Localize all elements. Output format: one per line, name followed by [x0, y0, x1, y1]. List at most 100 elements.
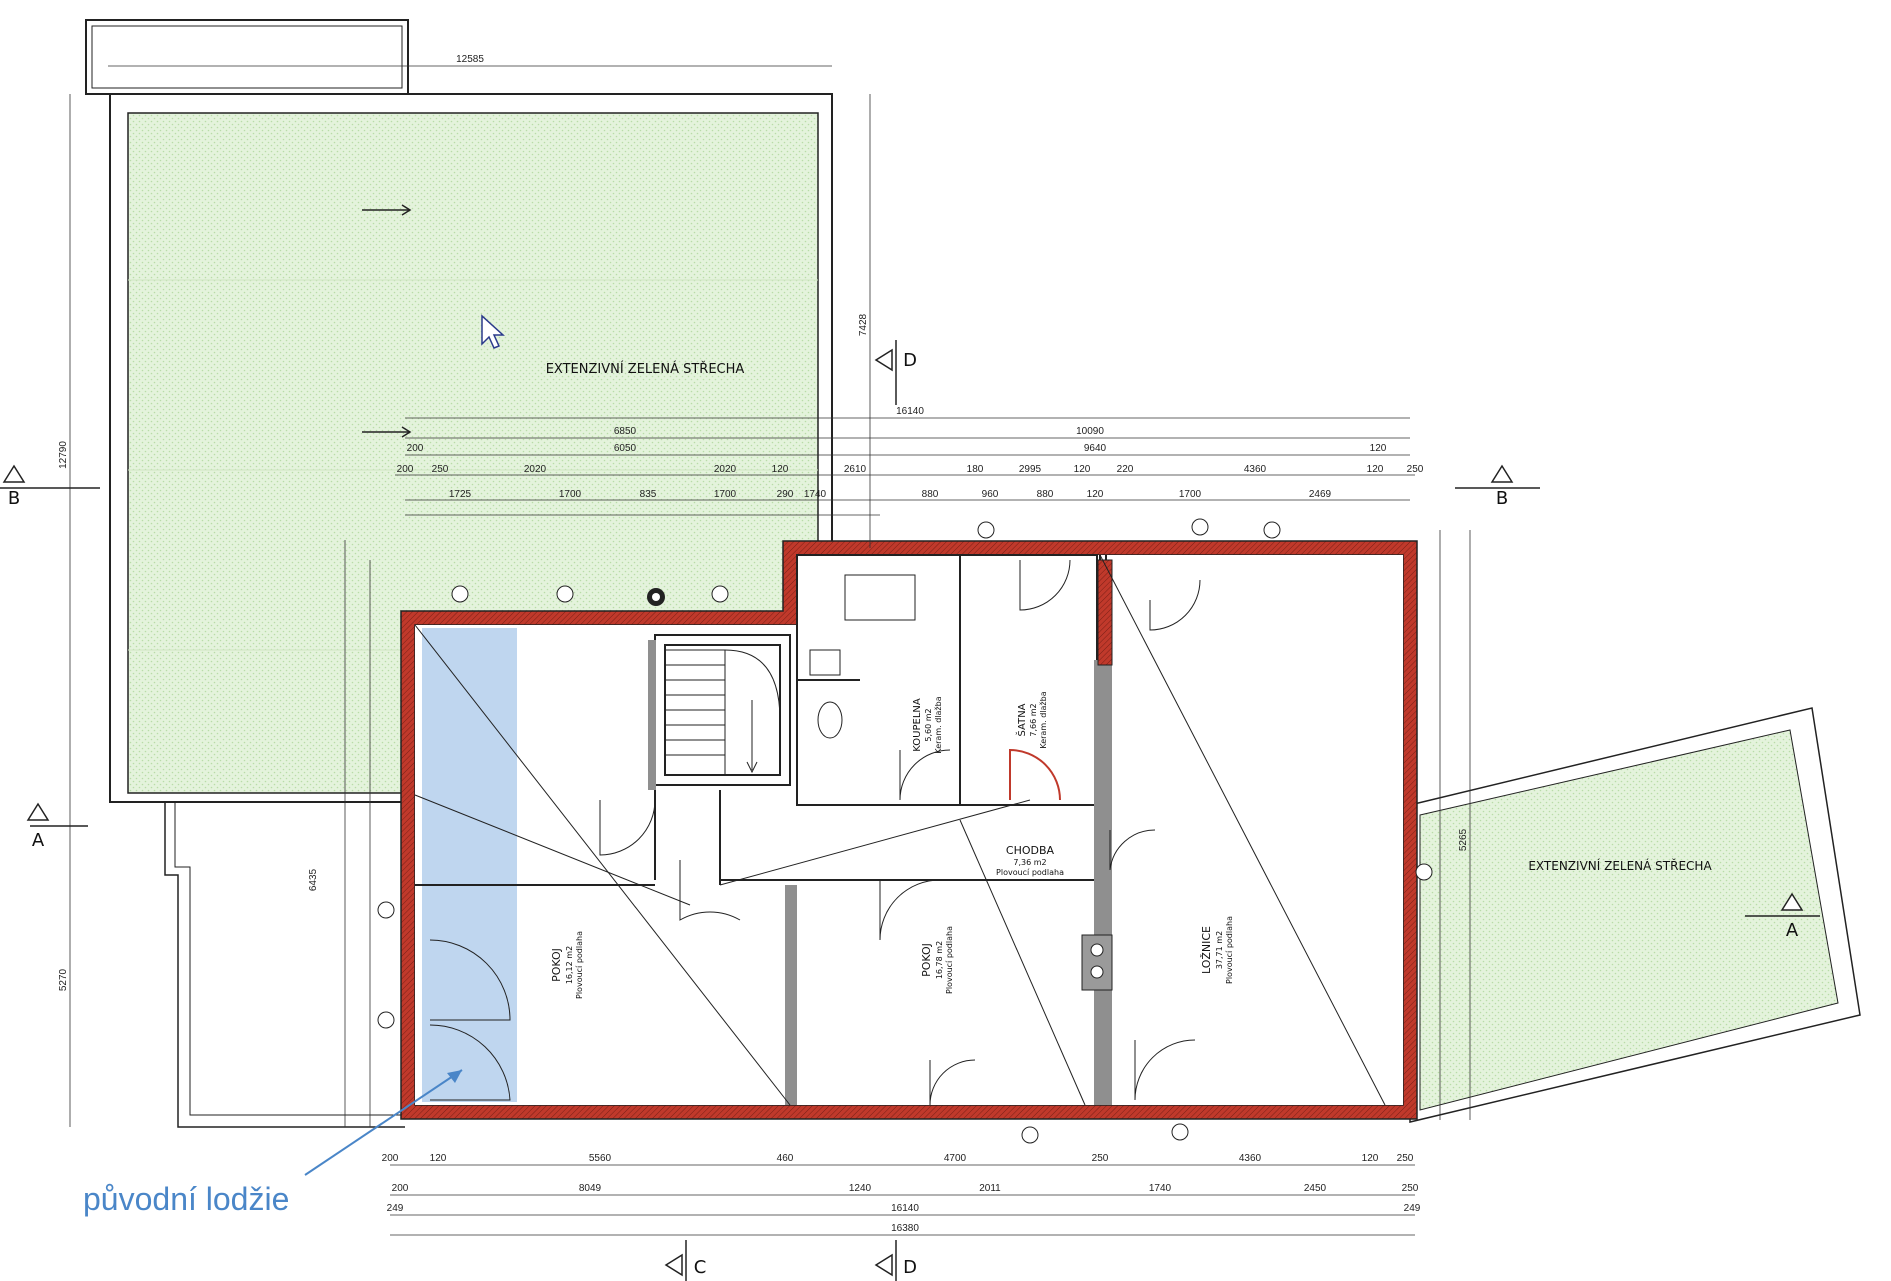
svg-text:250: 250 [1407, 464, 1424, 475]
svg-text:880: 880 [922, 489, 939, 500]
dim-bottom-row3-labels: 249 16140 249 [387, 1203, 1421, 1214]
room-label-loznice: LOŽNICE 37,71 m2 Plovoucí podlaha [1200, 916, 1234, 984]
svg-text:4700: 4700 [944, 1153, 967, 1164]
dim-left-total: 12790 [58, 441, 69, 469]
annotation-label: původní lodžie [83, 1181, 289, 1217]
svg-text:1700: 1700 [1179, 489, 1202, 500]
svg-text:C: C [694, 1257, 707, 1278]
section-marker-d-top: D [874, 340, 917, 405]
svg-text:8049: 8049 [579, 1183, 602, 1194]
section-marker-d-bottom: D [874, 1240, 917, 1281]
svg-text:180: 180 [967, 464, 984, 475]
svg-text:KOUPELNA: KOUPELNA [912, 698, 923, 752]
svg-text:Plovoucí podlaha: Plovoucí podlaha [1225, 916, 1234, 984]
dim-left-mid: 5270 [58, 968, 69, 991]
svg-text:120: 120 [1087, 489, 1104, 500]
door-swings [429, 559, 1201, 1106]
svg-text:B: B [1496, 488, 1508, 509]
svg-text:1700: 1700 [559, 489, 582, 500]
dim-row2-a: 6850 [614, 426, 637, 437]
dim-row5-labels: 1725 1700 835 1700 290 1740 880 960 880 … [449, 489, 1332, 500]
dimension-lines-bottom [390, 1164, 1415, 1236]
svg-text:220: 220 [1117, 464, 1134, 475]
dim-top-total: 12585 [456, 54, 484, 65]
svg-text:7,66 m2: 7,66 m2 [1029, 703, 1038, 736]
dim-bottom-row1-labels: 200 120 5560 460 4700 250 4360 120 250 [382, 1153, 1414, 1164]
svg-text:120: 120 [1362, 1153, 1379, 1164]
svg-text:1740: 1740 [804, 489, 827, 500]
svg-text:Keram. dlažba: Keram. dlažba [1039, 691, 1048, 748]
dimension-lines-vertical [69, 94, 1471, 1127]
svg-text:5560: 5560 [589, 1153, 612, 1164]
svg-text:Plovoucí podlaha: Plovoucí podlaha [945, 926, 954, 994]
annotation-arrowhead-icon [447, 1070, 462, 1083]
svg-text:290: 290 [777, 489, 794, 500]
svg-text:5,60 m2: 5,60 m2 [924, 708, 933, 741]
roof-slope-arrow [362, 204, 412, 438]
grid-axis-bubbles [377, 518, 1433, 1144]
svg-text:POKOJ: POKOJ [920, 943, 933, 977]
svg-text:2020: 2020 [524, 464, 547, 475]
svg-text:CHODBA: CHODBA [1006, 844, 1055, 857]
dim-left-lower: 6435 [308, 868, 319, 891]
svg-text:460: 460 [777, 1153, 794, 1164]
svg-text:200: 200 [382, 1153, 399, 1164]
svg-text:250: 250 [1092, 1153, 1109, 1164]
svg-text:Plovoucí podlaha: Plovoucí podlaha [996, 868, 1064, 877]
roof-ridge-lines [414, 554, 1386, 1106]
svg-text:120: 120 [430, 1153, 447, 1164]
svg-text:Plovoucí podlaha: Plovoucí podlaha [575, 931, 584, 999]
svg-text:2995: 2995 [1019, 464, 1042, 475]
room-label-satna: ŠATNA 7,66 m2 Keram. dlažba [1015, 691, 1048, 748]
svg-text:1740: 1740 [1149, 1183, 1172, 1194]
room-label-chodba: CHODBA 7,36 m2 Plovoucí podlaha [996, 844, 1064, 877]
section-marker-b-left: B [0, 464, 100, 509]
svg-text:249: 249 [1404, 1203, 1421, 1214]
dim-right-b: 5265 [1458, 828, 1469, 851]
svg-text:1240: 1240 [849, 1183, 872, 1194]
svg-text:D: D [903, 350, 917, 371]
dim-row2-b: 10090 [1076, 426, 1104, 437]
door-swing-red [1009, 748, 1061, 801]
section-marker-b-right: B [1455, 464, 1540, 509]
dimension-lines-top [108, 65, 1415, 516]
svg-text:POKOJ: POKOJ [550, 948, 563, 982]
staircase [664, 649, 781, 776]
dim-bottom-row2-labels: 200 8049 1240 2011 1740 2450 250 [392, 1183, 1419, 1194]
svg-text:2011: 2011 [979, 1183, 1001, 1194]
bathroom-fixtures [809, 574, 1113, 991]
dim-bottom-total: 16380 [891, 1223, 919, 1234]
original-loggia-highlight [422, 628, 517, 1102]
green-roof-right-label: EXTENZIVNÍ ZELENÁ STŘECHA [1528, 858, 1712, 873]
dim-row3-c: 9640 [1084, 443, 1107, 454]
terrace-outline [164, 802, 405, 1128]
svg-text:2610: 2610 [844, 464, 867, 475]
svg-text:7,36 m2: 7,36 m2 [1013, 858, 1046, 867]
svg-text:880: 880 [1037, 489, 1054, 500]
dim-row4-labels: 200 250 2020 2020 120 2610 180 2995 120 … [397, 464, 1424, 475]
dim-row3-b: 6050 [614, 443, 637, 454]
svg-text:250: 250 [432, 464, 449, 475]
chimney-icon [647, 588, 665, 606]
dim-row3-d: 120 [1370, 443, 1387, 454]
svg-text:16,78 m2: 16,78 m2 [935, 941, 944, 979]
section-marker-a-right: A [1745, 892, 1820, 941]
partition-walls [648, 640, 1112, 1105]
dim-right-a: 7428 [858, 313, 869, 336]
svg-text:1700: 1700 [714, 489, 737, 500]
dim-row3-a: 200 [407, 443, 424, 454]
green-roof-main-label: EXTENZIVNÍ ZELENÁ STŘECHA [546, 361, 745, 377]
svg-text:ŠATNA: ŠATNA [1015, 703, 1028, 736]
dim-row1: 16140 [896, 406, 924, 417]
section-marker-a-left: A [26, 802, 88, 851]
svg-text:A: A [1786, 920, 1799, 941]
room-label-pokoj-1: POKOJ 16,12 m2 Plovoucí podlaha [550, 931, 584, 999]
svg-text:249: 249 [387, 1203, 404, 1214]
svg-text:Keram. dlažba: Keram. dlažba [934, 696, 943, 753]
room-label-koupelna: KOUPELNA 5,60 m2 Keram. dlažba [912, 696, 943, 753]
svg-text:835: 835 [640, 489, 657, 500]
room-label-pokoj-2: POKOJ 16,78 m2 Plovoucí podlaha [920, 926, 954, 994]
mouse-cursor-icon [481, 314, 505, 349]
svg-text:120: 120 [1074, 464, 1091, 475]
